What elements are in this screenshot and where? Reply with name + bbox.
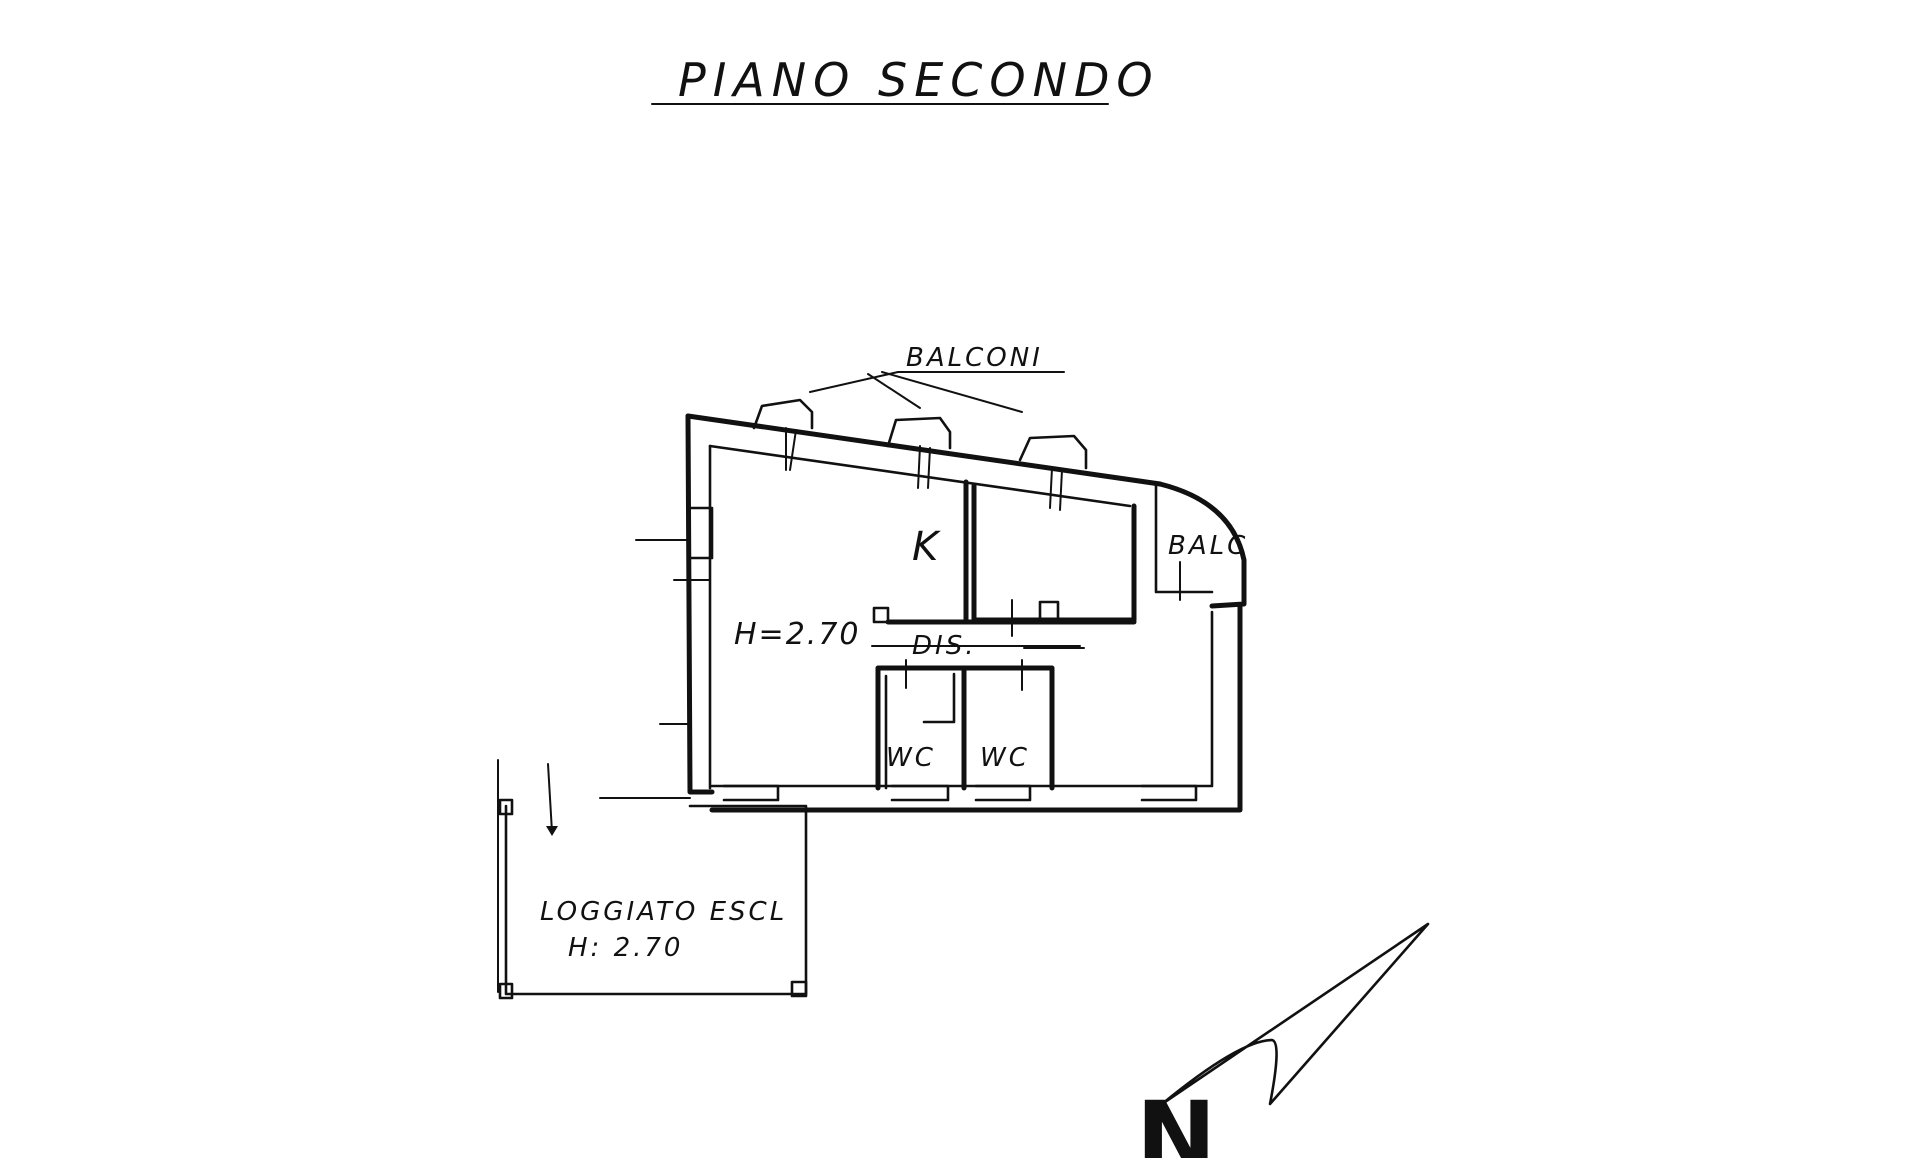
window-bottom-3: [974, 784, 1032, 802]
balconi-leader-2: [867, 373, 921, 409]
loggiato-post-3: [790, 980, 808, 998]
balcony-2: [886, 416, 952, 450]
wc-left-label: WC: [886, 743, 936, 773]
left-wall-outer: [685, 413, 715, 795]
balc-inner: [1154, 482, 1214, 594]
height-label: H=2.70: [734, 617, 861, 652]
opening-2a: [917, 445, 921, 489]
loggiato-label: LOGGIATO ESCL: [540, 897, 787, 927]
loggiato-arrowhead: [546, 826, 558, 836]
north-label: N: [1136, 1081, 1216, 1158]
column-marker: [872, 606, 890, 624]
kitchen-label: K: [912, 524, 941, 570]
wc-left-partition: [922, 672, 956, 724]
balc-curve: [1157, 481, 1247, 609]
loggiato-height-label: H: 2.70: [568, 933, 683, 963]
left-projection: [686, 506, 714, 560]
loggiato-arrow: [547, 763, 553, 833]
balconi-leader-3: [881, 371, 1023, 413]
loggiato-post-2: [498, 982, 514, 1000]
plan-title: PIANO SECONDO: [651, 53, 1160, 107]
bottom-right-wall-outer: [709, 603, 1243, 813]
room2-walls: [971, 483, 1137, 623]
dis-label: DIS.: [912, 631, 976, 661]
opening-3b: [1059, 469, 1063, 511]
openings: [722, 427, 1198, 802]
balcony-3: [1018, 434, 1088, 470]
north-arrow-icon: [1160, 922, 1430, 1106]
window-bottom-4: [1140, 784, 1198, 802]
title-text: PIANO SECONDO: [678, 53, 1160, 107]
top-wall-outer: [685, 413, 1163, 487]
opening-2b: [927, 447, 931, 489]
door-stop: [1038, 600, 1060, 622]
balconi-label: BALCONI: [906, 343, 1043, 373]
outer-walls: [635, 413, 1247, 813]
balc-label: BALC: [1168, 531, 1248, 561]
north-arrow: N: [1136, 922, 1430, 1158]
window-bottom-2: [890, 784, 950, 802]
loggiato: [497, 759, 808, 1000]
balconi-leader-1: [809, 371, 899, 393]
room-labels: K BALC H=2.70 DIS. WC WC LOGGIATO ESCL H…: [540, 524, 1248, 963]
window-bottom-1: [722, 784, 780, 802]
opening-1b: [789, 429, 797, 471]
opening-3a: [1049, 467, 1053, 509]
loggiato-post-1: [498, 798, 514, 816]
balconies-top: [752, 398, 1088, 470]
balcony-1: [752, 398, 814, 430]
balconi-callout: BALCONI: [809, 343, 1065, 413]
wc-right-label: WC: [980, 743, 1030, 773]
